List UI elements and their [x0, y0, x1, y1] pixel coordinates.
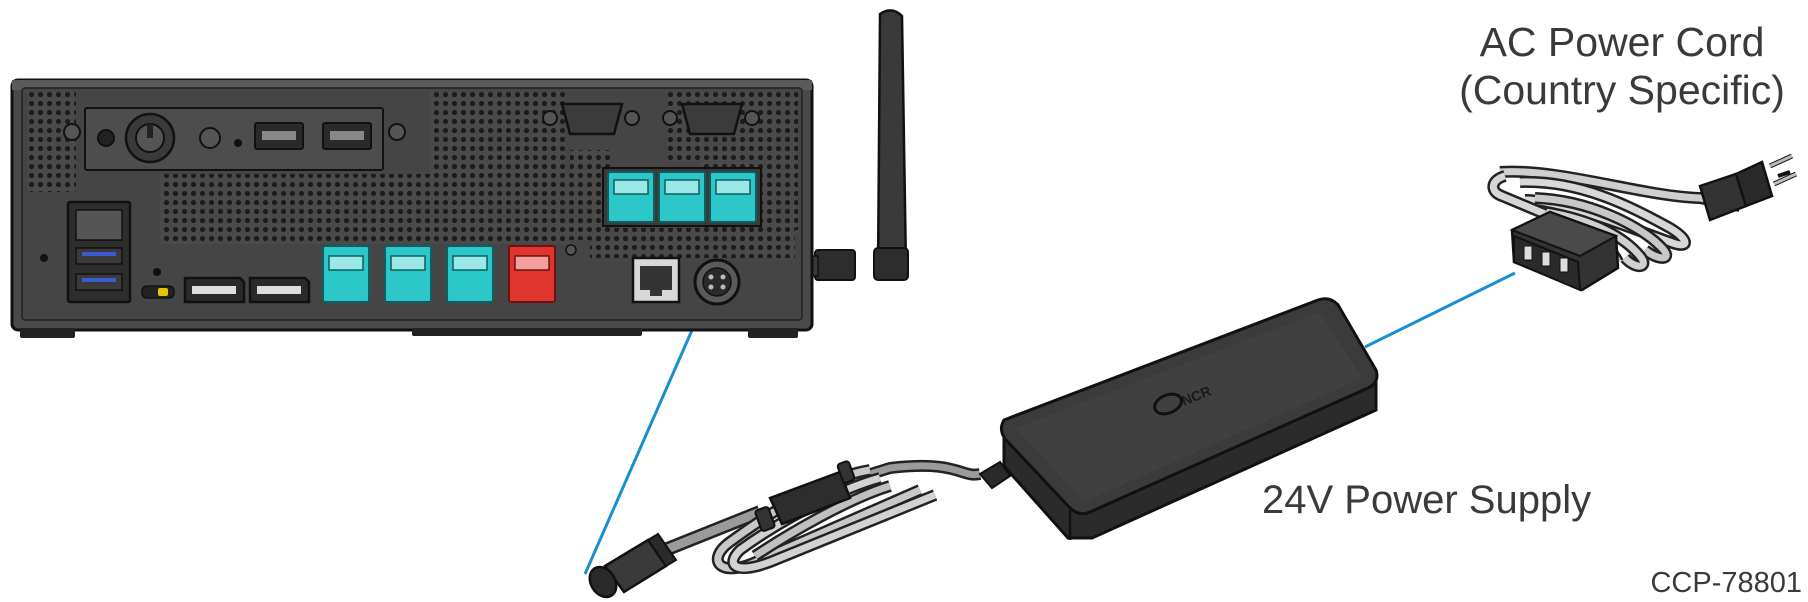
ferrite-bead [754, 460, 856, 532]
dc-plug-icon [588, 532, 678, 599]
iec-connector-icon [1509, 210, 1620, 292]
ac-power-cord-label-line1: AC Power Cord [1479, 19, 1765, 65]
ethernet-port-icon [631, 256, 681, 304]
usb-c-port-icon [141, 268, 175, 299]
callout-line-dc-jack [583, 311, 702, 575]
serial-port-icon [542, 102, 760, 136]
power-button-icon [124, 112, 176, 164]
ac-power-cord-label: AC Power Cord (Country Specific) [1442, 18, 1802, 114]
power-supply-brick: NCR [978, 297, 1379, 540]
poweredusb-port-lower-icon [322, 245, 494, 303]
red-power-port-icon [508, 244, 577, 303]
ac-power-cord-label-line2: (Country Specific) [1459, 67, 1785, 113]
ac-plug-icon [1698, 153, 1798, 222]
dc-power-jack-icon [693, 258, 741, 306]
poweredusb-port-icon [602, 167, 762, 227]
displayport-icon [183, 276, 311, 304]
figure-reference: CCP-78801 [1650, 567, 1802, 599]
usb-lan-stack [40, 200, 132, 304]
power-supply-label: 24V Power Supply [1262, 478, 1592, 522]
callout-line-ac-cord [1364, 271, 1516, 349]
front-io-panel [63, 107, 406, 171]
antenna-icon [807, 9, 909, 281]
usb-port-icon [254, 122, 372, 150]
